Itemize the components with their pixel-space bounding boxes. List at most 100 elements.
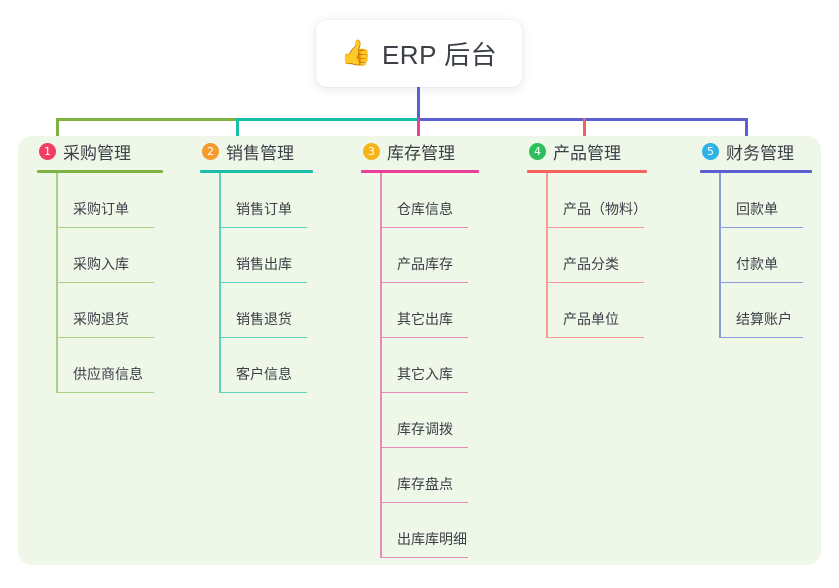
- module-item-label: 客户信息: [236, 366, 292, 382]
- trunk-segment-green: [56, 118, 236, 121]
- module-item-label: 销售退货: [236, 311, 292, 327]
- module-item-underline: [380, 501, 468, 503]
- module-item[interactable]: 产品分类: [527, 228, 667, 283]
- module-item-underline: [56, 281, 154, 283]
- module-item-label: 仓库信息: [397, 201, 453, 217]
- module-item-underline: [719, 336, 803, 338]
- module-item[interactable]: 采购订单: [37, 173, 187, 228]
- thumbs-up-icon: 👍: [340, 39, 372, 67]
- module-item-underline: [380, 226, 468, 228]
- module-item-underline: [380, 556, 468, 558]
- module-spine: [546, 173, 548, 338]
- module-title: 销售管理: [226, 143, 294, 163]
- module-item[interactable]: 付款单: [700, 228, 825, 283]
- module-header-underline: [361, 170, 479, 173]
- module-item-underline: [719, 281, 803, 283]
- module-item-label: 回款单: [736, 201, 778, 217]
- module-spine: [56, 173, 58, 393]
- module-item-list: 产品（物料） 产品分类产品单位: [527, 173, 667, 338]
- module-item-label: 出库库明细: [397, 531, 467, 547]
- module-item-label: 采购入库: [73, 256, 129, 272]
- module-item-label: 其它出库: [397, 311, 453, 327]
- module-title: 库存管理: [387, 143, 455, 163]
- module-item-underline: [380, 391, 468, 393]
- module-header-underline: [200, 170, 313, 173]
- module-item-list: 销售订单销售出库销售退货客户信息: [200, 173, 340, 393]
- root-node-title: ERP 后台: [381, 40, 498, 70]
- root-node-card[interactable]: 👍 ERP 后台: [316, 20, 522, 87]
- trunk-segment-teal: [236, 118, 417, 121]
- module-item-label: 库存盘点: [397, 476, 453, 492]
- trunk-segment-blue: [417, 118, 748, 121]
- module-item-underline: [219, 281, 307, 283]
- module-item[interactable]: 其它出库: [361, 283, 496, 338]
- modules-panel: 1 采购管理采购订单采购入库采购退货供应商信息 2 销售管理销售订单销售出库销售退货客…: [18, 136, 821, 565]
- module-title: 采购管理: [63, 143, 131, 163]
- module-item[interactable]: 客户信息: [200, 338, 340, 393]
- module-item-label: 采购订单: [73, 201, 129, 217]
- column-drop-1: [56, 118, 59, 148]
- module-spine: [219, 173, 221, 393]
- module-item-label: 其它入库: [397, 366, 453, 382]
- module-item[interactable]: 采购退货: [37, 283, 187, 338]
- module-item-label: 产品分类: [563, 256, 619, 272]
- module-item-underline: [380, 446, 468, 448]
- module-item[interactable]: 库存盘点: [361, 448, 496, 503]
- module-item-underline: [219, 391, 307, 393]
- module-item[interactable]: 库存调拨: [361, 393, 496, 448]
- module-item-underline: [546, 281, 644, 283]
- module-item[interactable]: 产品库存: [361, 228, 496, 283]
- module-item[interactable]: 销售订单: [200, 173, 340, 228]
- module-item-list: 仓库信息产品库存其它出库其它入库库存调拨库存盘点出库库明细: [361, 173, 496, 558]
- module-item-underline: [219, 226, 307, 228]
- module-item-underline: [546, 226, 644, 228]
- module-item[interactable]: 结算账户: [700, 283, 825, 338]
- module-badge-4: 4: [529, 142, 546, 160]
- module-item-underline: [56, 391, 154, 393]
- module-item-label: 付款单: [736, 256, 778, 272]
- module-header-1[interactable]: 1 采购管理: [37, 136, 187, 166]
- module-item-underline: [546, 336, 644, 338]
- column-drop-3: [417, 118, 420, 148]
- module-header-2[interactable]: 2 销售管理: [200, 136, 340, 166]
- module-item[interactable]: 销售退货: [200, 283, 340, 338]
- root-stem: [417, 87, 420, 121]
- module-item-label: 销售订单: [236, 201, 292, 217]
- module-title: 财务管理: [726, 143, 794, 163]
- module-item[interactable]: 供应商信息: [37, 338, 187, 393]
- module-item-label: 供应商信息: [73, 366, 143, 382]
- module-item-underline: [719, 226, 803, 228]
- module-item[interactable]: 产品单位: [527, 283, 667, 338]
- module-item-label: 产品库存: [397, 256, 453, 272]
- module-item[interactable]: 销售出库: [200, 228, 340, 283]
- module-column-2: 2 销售管理销售订单销售出库销售退货客户信息: [200, 136, 340, 393]
- module-item-underline: [56, 226, 154, 228]
- module-item[interactable]: 其它入库: [361, 338, 496, 393]
- module-item-underline: [56, 336, 154, 338]
- module-item-underline: [380, 281, 468, 283]
- module-spine: [719, 173, 721, 338]
- module-item-label: 结算账户: [736, 311, 792, 327]
- module-title: 产品管理: [553, 143, 621, 163]
- column-drop-2: [236, 118, 239, 148]
- module-item[interactable]: 出库库明细: [361, 503, 496, 558]
- module-item-label: 库存调拨: [397, 421, 453, 437]
- module-item-underline: [380, 336, 468, 338]
- module-badge-2: 2: [202, 142, 219, 160]
- module-item[interactable]: 产品（物料）: [527, 173, 667, 228]
- module-column-1: 1 采购管理采购订单采购入库采购退货供应商信息: [37, 136, 187, 393]
- module-item[interactable]: 仓库信息: [361, 173, 496, 228]
- module-badge-1: 1: [39, 142, 56, 160]
- module-header-underline: [37, 170, 163, 173]
- module-column-4: 4 产品管理产品（物料） 产品分类产品单位: [527, 136, 667, 338]
- column-drop-4: [583, 118, 586, 148]
- module-item-label: 销售出库: [236, 256, 292, 272]
- module-header-4[interactable]: 4 产品管理: [527, 136, 667, 166]
- module-item[interactable]: 回款单: [700, 173, 825, 228]
- module-header-underline: [700, 170, 812, 173]
- module-item[interactable]: 采购入库: [37, 228, 187, 283]
